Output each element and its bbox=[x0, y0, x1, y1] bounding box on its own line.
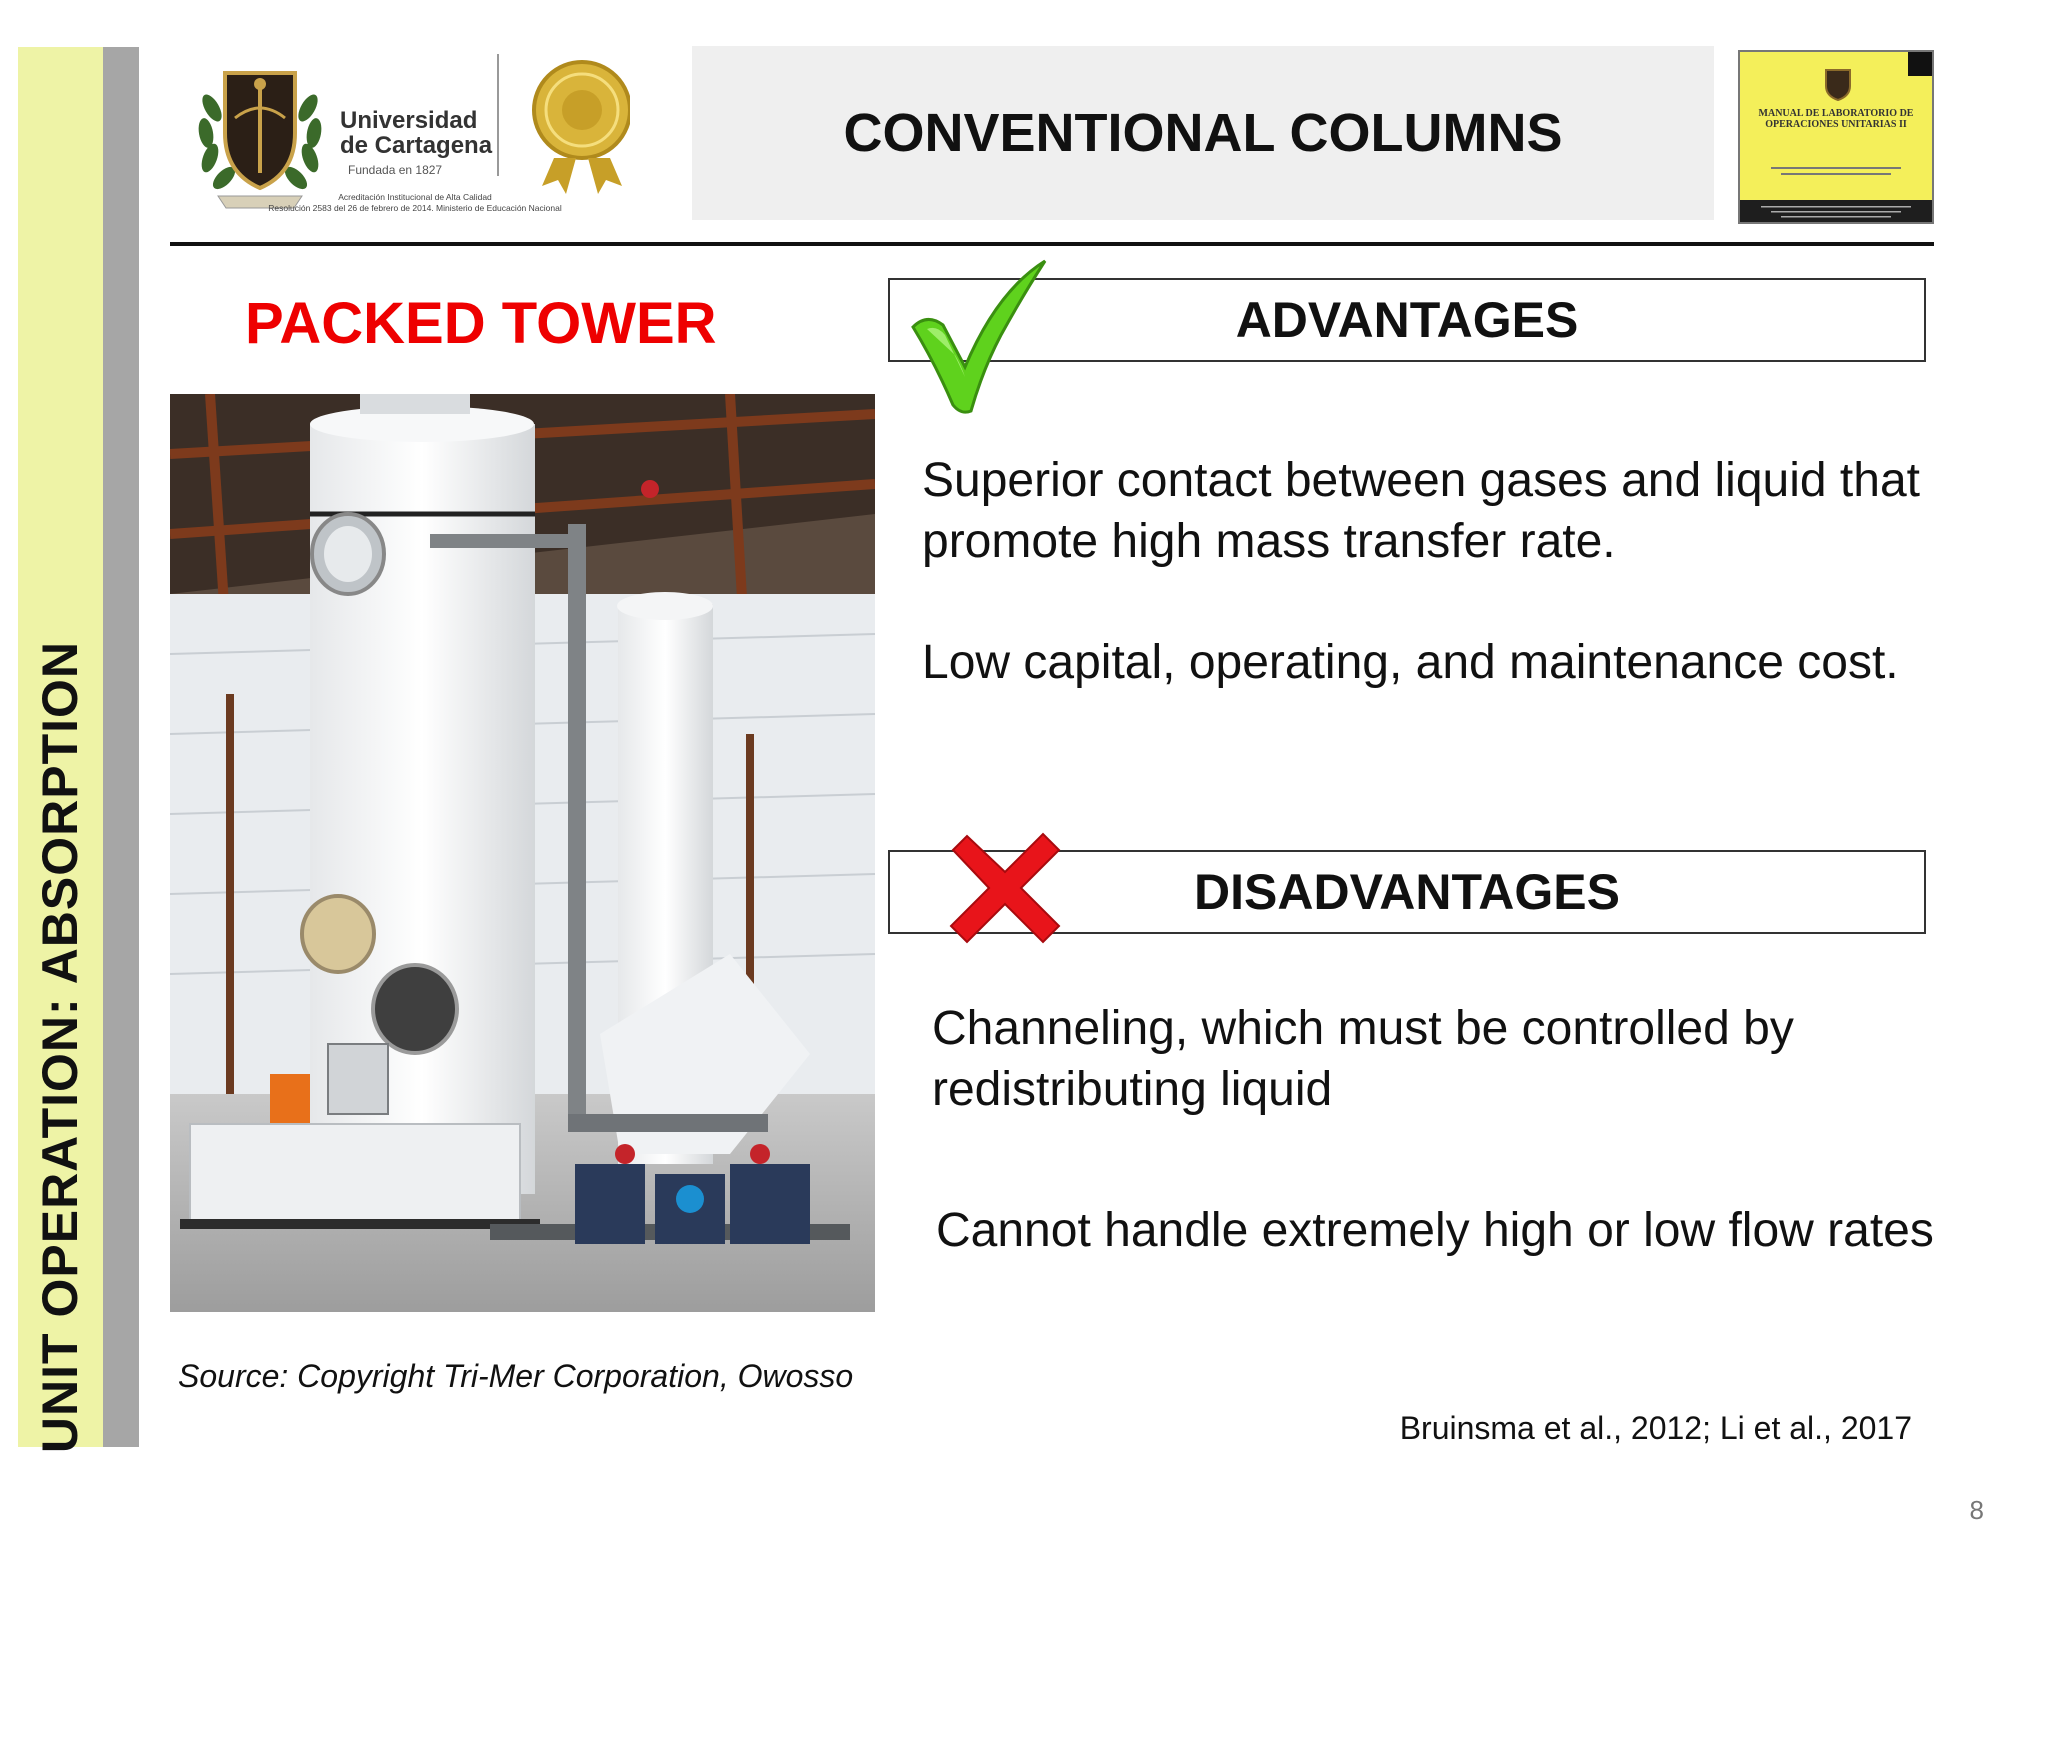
header-divider bbox=[170, 242, 1934, 246]
advantages-heading-box: ADVANTAGES bbox=[888, 278, 1926, 362]
disadvantages-heading-box: DISADVANTAGES bbox=[888, 850, 1926, 934]
advantage-item-2: Low capital, operating, and maintenance … bbox=[922, 636, 1899, 689]
manual-title: MANUAL DE LABORATORIO DE OPERACIONES UNI… bbox=[1758, 108, 1914, 130]
page-number: 8 bbox=[1969, 1495, 1984, 1525]
manual-cover-thumbnail: MANUAL DE LABORATORIO DE OPERACIONES UNI… bbox=[1738, 50, 1934, 224]
advantages-heading: ADVANTAGES bbox=[1235, 292, 1579, 348]
photo-source-caption: Source: Copyright Tri-Mer Corporation, O… bbox=[178, 1358, 854, 1394]
disadvantage-item-2: Cannot handle extremely high or low flow… bbox=[936, 1204, 1934, 1257]
side-banner-gray bbox=[103, 47, 139, 1447]
advantage-item-1: Superior contact between gases and liqui… bbox=[922, 454, 1920, 569]
side-banner-label: UNIT OPERATION: ABSORPTION bbox=[32, 640, 88, 1454]
packed-tower-photo bbox=[169, 393, 876, 1312]
slide-title: CONVENTIONAL COLUMNS bbox=[692, 46, 1714, 220]
side-banner-yellow bbox=[18, 47, 103, 1447]
red-cross-icon bbox=[945, 828, 1065, 948]
manual-footer-band bbox=[1740, 200, 1932, 222]
green-checkmark-icon bbox=[905, 255, 1055, 415]
manual-cover-tab bbox=[1908, 52, 1932, 76]
university-founded: Fundada en 1827 bbox=[348, 163, 443, 177]
manual-crest-icon bbox=[1825, 69, 1851, 102]
manual-authors-lines bbox=[1740, 166, 1932, 180]
disadvantages-heading: DISADVANTAGES bbox=[1194, 864, 1620, 920]
packed-tower-title: PACKED TOWER bbox=[245, 291, 717, 356]
university-logo bbox=[190, 48, 632, 228]
disadvantage-item-1: Channeling, which must be controlled by … bbox=[932, 1002, 1794, 1117]
university-accreditation: Acreditación Institucional de Alta Calid… bbox=[268, 192, 562, 214]
university-name: Universidad de Cartagena bbox=[340, 107, 493, 160]
references-citation: Bruinsma et al., 2012; Li et al., 2017 bbox=[1399, 1410, 1912, 1446]
